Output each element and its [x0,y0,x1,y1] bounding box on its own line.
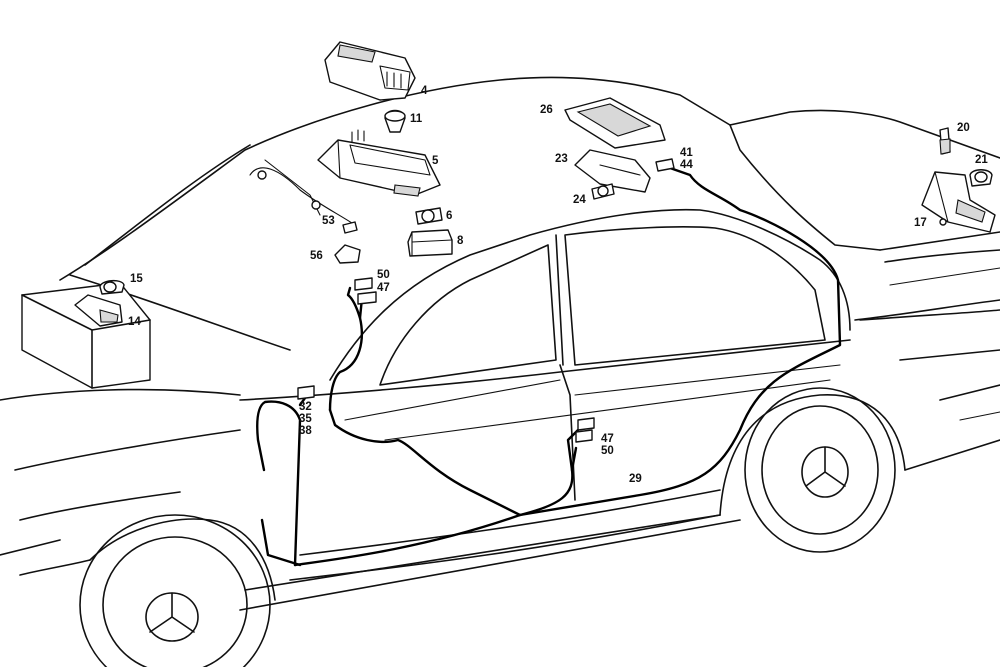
part-21-bulb [969,169,993,187]
part-14-lamp [74,294,123,327]
callout-41: 41 [680,147,693,159]
part-24-bulb [591,183,615,200]
callout-24: 24 [573,194,586,206]
connector-41-44 [655,158,675,172]
connector-47-50-rear [575,417,595,443]
callout-23: 23 [555,153,568,165]
callout-47-front: 47 [377,282,390,294]
callout-35: 35 [299,413,312,425]
callout-47-rear: 47 [601,433,614,445]
car-body-outline [0,76,1000,611]
callout-11: 11 [410,113,423,125]
callout-15: 15 [130,273,143,285]
callout-17: 17 [914,217,927,229]
callout-21: 21 [975,154,988,166]
connector-32-35-38 [297,385,315,400]
callout-14: 14 [128,316,141,328]
part-26-rear-lamp-frame [564,97,666,149]
connector-50-47-front [354,277,377,305]
part-20-connector [939,127,951,155]
callout-38: 38 [299,425,312,437]
callout-32: 32 [299,401,312,413]
part-4-overhead-console [324,41,416,101]
callout-50-rear: 50 [601,445,614,457]
part-11-bulb [384,109,406,133]
callout-labels: 4 11 5 6 8 53 56 50 47 15 14 32 35 38 26… [128,85,988,485]
callout-53: 53 [322,215,335,227]
callout-26: 26 [540,104,553,116]
callout-6: 6 [446,210,452,222]
part-8-switch [407,229,453,257]
part-6-festoon-bulb [415,207,443,225]
callout-20: 20 [957,122,970,134]
part-56-cap [334,244,361,264]
rear-wheel [744,387,896,553]
part-15-bulb [99,280,125,295]
part-23-rear-lamp [574,149,651,193]
callout-4: 4 [421,85,428,97]
part-17-trunk-lamp [921,171,996,233]
front-wheel [79,514,271,667]
callout-44: 44 [680,159,693,171]
part-5-interior-lamp [317,129,441,197]
callout-8: 8 [457,235,464,247]
part-53-lamp-wire [257,170,358,234]
callout-29: 29 [629,473,642,485]
callout-56: 56 [310,250,323,262]
callout-50-front: 50 [377,269,390,281]
wiring-harness [249,159,842,567]
callout-5: 5 [432,155,439,167]
